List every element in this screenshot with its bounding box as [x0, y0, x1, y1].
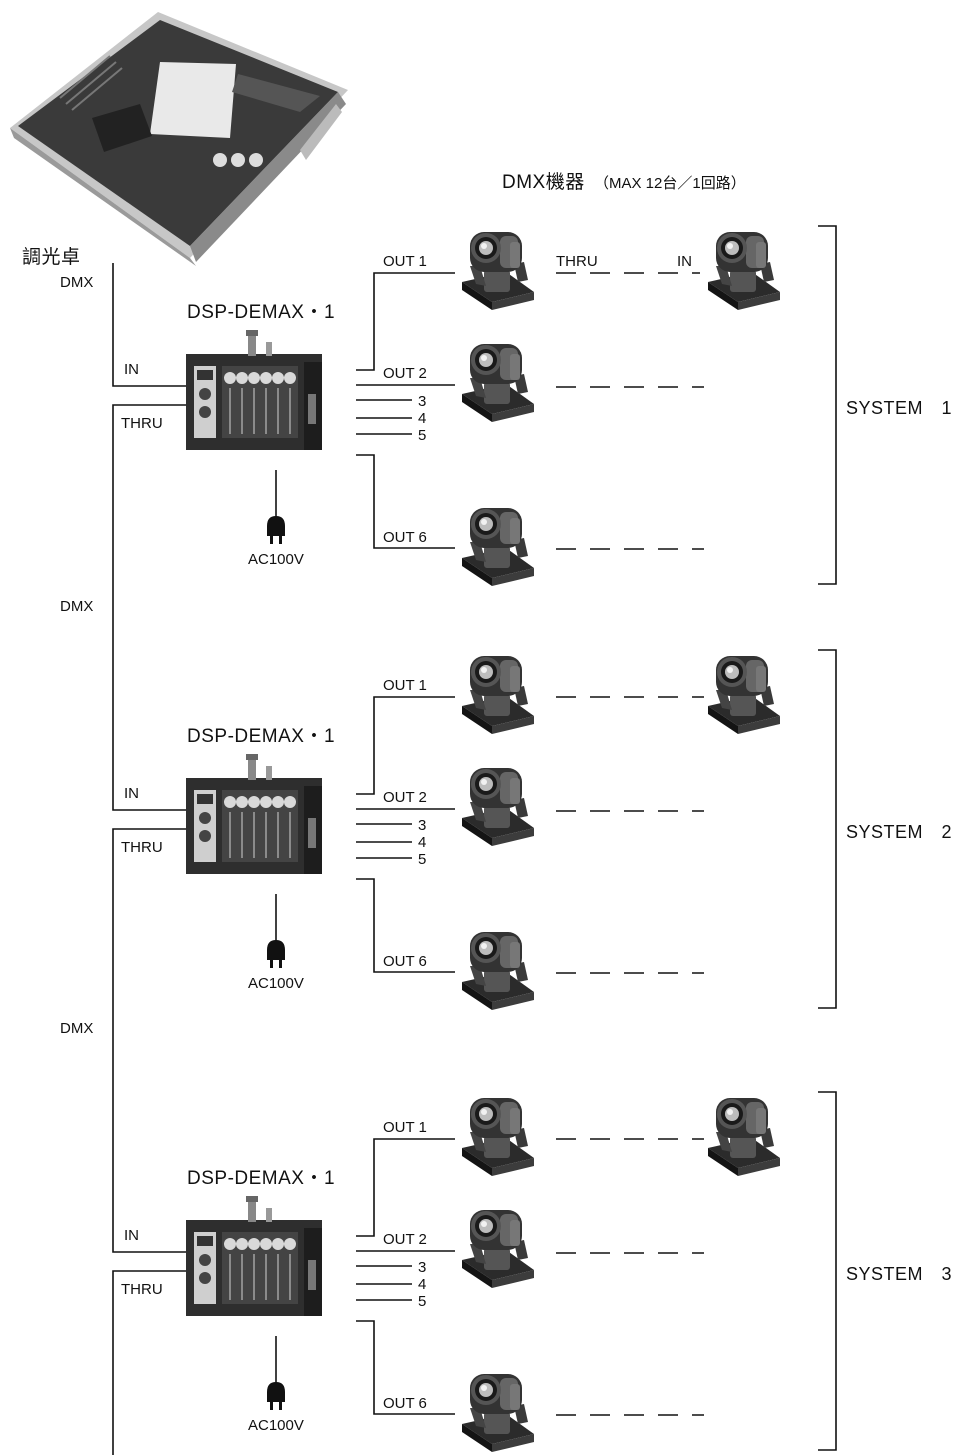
- thru-label: THRU: [121, 839, 163, 856]
- power-label: AC100V: [248, 1417, 304, 1434]
- out6-line: [356, 454, 455, 549]
- moving-head-light-icon: [462, 232, 534, 310]
- out3-label: 3: [418, 817, 426, 834]
- chain-thru-label: THRU: [556, 253, 598, 270]
- out4-label: 4: [418, 1276, 426, 1293]
- system-bracket: [818, 225, 837, 585]
- dmx-label: DMX: [60, 598, 93, 615]
- moving-head-light-icon: [708, 656, 780, 734]
- out2-label: OUT 2: [383, 789, 427, 806]
- out4-label: 4: [418, 834, 426, 851]
- dmx-label: DMX: [60, 1020, 93, 1037]
- moving-head-light-icon: [708, 232, 780, 310]
- out5-label: 5: [418, 851, 426, 868]
- out6-line: [356, 878, 455, 973]
- thru-label: THRU: [121, 1281, 163, 1298]
- distributor-box-icon: [185, 1195, 323, 1317]
- thru-label: THRU: [121, 415, 163, 432]
- moving-head-light-icon: [462, 932, 534, 1010]
- power-plug-icon: [267, 1382, 285, 1410]
- system-label: SYSTEM 1: [846, 398, 952, 418]
- out1-label: OUT 1: [383, 253, 427, 270]
- moving-head-light-icon: [708, 1098, 780, 1176]
- in-label: IN: [124, 361, 139, 378]
- device-name: DSP-DEMAX・1: [187, 302, 335, 323]
- in-label: IN: [124, 785, 139, 802]
- moving-head-light-icon: [462, 656, 534, 734]
- out5-label: 5: [418, 1293, 426, 1310]
- out2-label: OUT 2: [383, 1231, 427, 1248]
- out1-label: OUT 1: [383, 1119, 427, 1136]
- dmx-device-header: DMX機器: [502, 171, 585, 193]
- out6-label: OUT 6: [383, 529, 427, 546]
- in-label: IN: [124, 1227, 139, 1244]
- out3-label: 3: [418, 393, 426, 410]
- out1-line: [356, 272, 455, 371]
- lighting-console-icon: [10, 12, 348, 266]
- out6-line: [356, 1320, 455, 1415]
- moving-head-light-icon: [462, 344, 534, 422]
- dmx-label: DMX: [60, 274, 93, 291]
- out6-label: OUT 6: [383, 1395, 427, 1412]
- out6-label: OUT 6: [383, 953, 427, 970]
- power-label: AC100V: [248, 975, 304, 992]
- distributor-box-icon: [185, 329, 323, 451]
- chain-in-label: IN: [677, 253, 692, 270]
- moving-head-light-icon: [462, 1098, 534, 1176]
- power-plug-icon: [267, 940, 285, 968]
- dmx-device-max-note: （MAX 12台／1回路）: [594, 175, 746, 192]
- out3-label: 3: [418, 1259, 426, 1276]
- console-label: 調光卓: [22, 246, 81, 268]
- power-label: AC100V: [248, 551, 304, 568]
- main-dmx-trunk: [112, 263, 190, 1455]
- moving-head-light-icon: [462, 1210, 534, 1288]
- system-bracket: [818, 1091, 837, 1451]
- power-plug-icon: [267, 516, 285, 544]
- system-label: SYSTEM 2: [846, 822, 952, 842]
- device-name: DSP-DEMAX・1: [187, 726, 335, 747]
- out5-label: 5: [418, 427, 426, 444]
- moving-head-light-icon: [462, 1374, 534, 1452]
- distributor-box-icon: [185, 753, 323, 875]
- system-1: DMX DSP-DEMAX・1 IN THRU AC100V OUT 1 OUT…: [60, 225, 952, 586]
- out1-line: [356, 1138, 455, 1237]
- out1-line: [356, 696, 455, 795]
- device-name: DSP-DEMAX・1: [187, 1168, 335, 1189]
- out2-label: OUT 2: [383, 365, 427, 382]
- moving-head-light-icon: [462, 508, 534, 586]
- moving-head-light-icon: [462, 768, 534, 846]
- system-bracket: [818, 649, 837, 1009]
- out1-label: OUT 1: [383, 677, 427, 694]
- system-label: SYSTEM 3: [846, 1264, 952, 1284]
- out4-label: 4: [418, 410, 426, 427]
- system-2: DMX DSP-DEMAX・1 IN THRU AC100V OUT 1 OUT…: [60, 598, 952, 1010]
- system-3: DMX DSP-DEMAX・1 IN THRU AC100V OUT 1 OUT…: [60, 1020, 952, 1452]
